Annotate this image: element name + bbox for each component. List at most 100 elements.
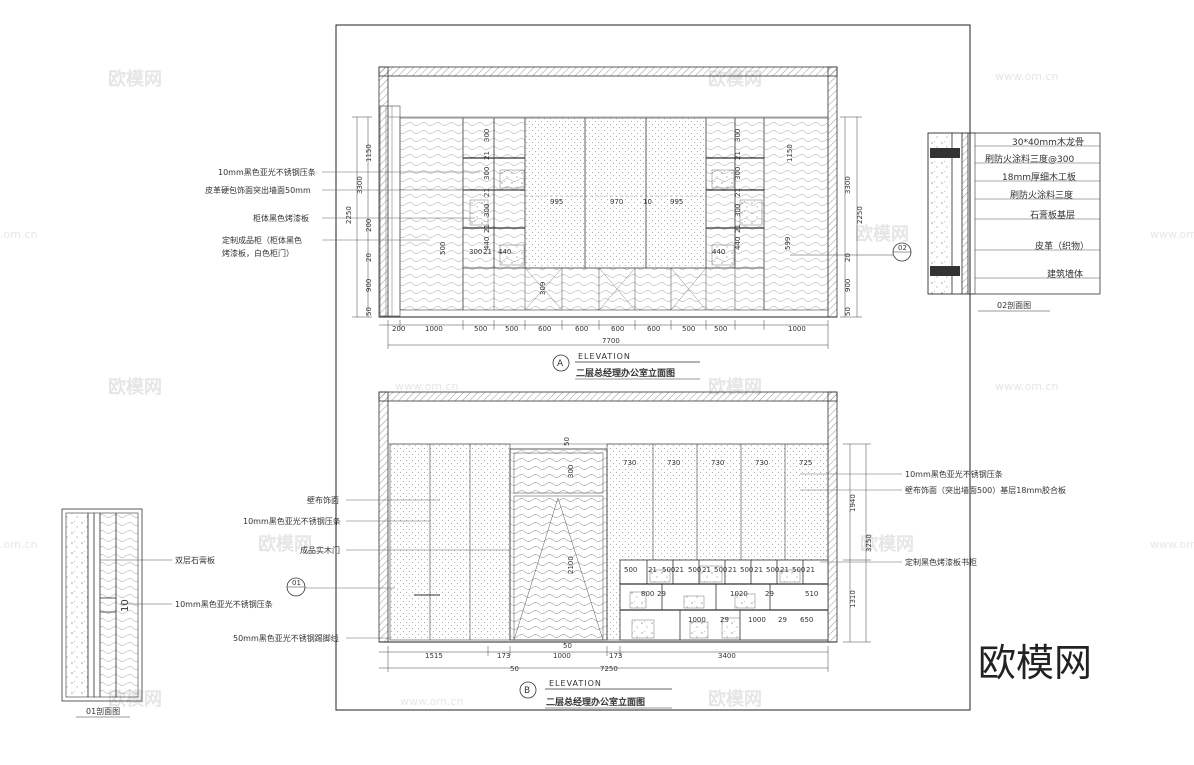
dim-text: 300 <box>734 204 742 217</box>
annotation-label: 10mm黑色亚光不锈钢压条 <box>905 469 1003 479</box>
dim-text: 995 <box>550 198 563 206</box>
watermark-url: www.om.cn <box>400 695 463 708</box>
annotation-label: 10mm黑色亚光不锈钢压条 <box>243 516 341 526</box>
annotation-label: 壁布饰面 <box>307 495 339 505</box>
dim-text: 1310 <box>849 590 857 608</box>
dim-text: 1150 <box>786 144 794 162</box>
dim-text: 21 <box>483 151 491 160</box>
wood-joist <box>930 266 960 276</box>
corner-brand-logo: 欧模网 <box>978 641 1092 685</box>
dim-text: 10 <box>643 198 652 206</box>
section-title: 01剖面图 <box>86 706 120 716</box>
dim-text: 300 <box>483 129 491 142</box>
dim-text: 2250 <box>345 206 353 224</box>
wood-door <box>509 448 608 641</box>
dim-text: 500 <box>624 566 637 574</box>
right-wall <box>827 391 838 643</box>
annotation-label: 成品实木门 <box>300 545 340 555</box>
dim-text: 1000 <box>553 652 571 660</box>
dim-text: 2250 <box>856 206 864 224</box>
annotation-label: 定制黑色烤漆板书柜 <box>905 557 977 567</box>
dim-text: 173 <box>497 652 510 660</box>
section-marker-label: 02 <box>898 244 907 252</box>
dim-text: 1940 <box>849 494 857 512</box>
dim-text: 500 <box>439 242 447 255</box>
dim-text: 500 <box>505 325 518 333</box>
annotation-label: 柜体黑色烤漆板 <box>253 213 309 223</box>
dim-text: 21 <box>734 188 742 197</box>
section-label: 石膏板基层 <box>1030 209 1075 221</box>
leather-panel-left <box>399 117 464 311</box>
dim-text: 1000 <box>748 616 766 624</box>
dim-text: 900 <box>844 279 852 292</box>
elevation-tag: ELEVATION <box>549 679 602 688</box>
watermarks: 欧模网 欧模网 www.om.cn .om.cn 欧模网 www.om.cn 欧… <box>0 68 1194 710</box>
dim-text: 3250 <box>865 534 873 552</box>
dim-text: 800 <box>641 590 654 598</box>
dim-text: 10 <box>120 599 131 612</box>
watermark-brand: 欧模网 <box>860 533 914 555</box>
elevation-marker <box>552 354 570 372</box>
dim-text: 29 <box>778 616 787 624</box>
dim-text: 440 <box>734 237 742 250</box>
wall-hatch <box>65 512 89 698</box>
dim-text: 440 <box>483 237 491 250</box>
dim-text: 440 <box>712 248 725 256</box>
dim-text: 600 <box>538 325 551 333</box>
dim-text: 21 <box>780 566 789 574</box>
watermark-brand: 欧模网 <box>258 533 312 555</box>
dim-text: 21 <box>806 566 815 574</box>
dim-text: 730 <box>755 459 768 467</box>
dim-text: 500 <box>714 566 727 574</box>
dim-text: 725 <box>799 459 812 467</box>
sheet-frame <box>335 24 971 711</box>
elevation-marker-letter: A <box>557 359 564 369</box>
elevation-b: 500 21 500 21 500 21 500 21 500 21 500 2… <box>233 391 1066 709</box>
dim-text: 500 <box>766 566 779 574</box>
section-01-detail: 10 双层石膏板 10mm黑色亚光不锈钢压条 01剖面图 <box>61 508 273 718</box>
watermark-url: .om.cn <box>0 538 37 551</box>
left-wall <box>378 391 389 643</box>
watermark-brand: 欧模网 <box>108 68 162 90</box>
dim-text: 600 <box>611 325 624 333</box>
dim-text: 600 <box>647 325 660 333</box>
dim-text: 500 <box>662 566 675 574</box>
section-label: 10mm黑色亚光不锈钢压条 <box>175 599 273 609</box>
elevation-marker <box>519 681 537 699</box>
dim-text: 510 <box>805 590 818 598</box>
section-marker-label: 01 <box>292 579 301 587</box>
annotation-label: 壁布饰面（突出墙面500）基层18mm胶合板 <box>905 485 1066 495</box>
watermark-brand: 欧模网 <box>708 688 762 710</box>
dim-text: 600 <box>575 325 588 333</box>
dim-text: 50 <box>844 307 852 316</box>
dim-text: 300 <box>734 167 742 180</box>
section-label: 30*40mm木龙骨 <box>1012 136 1084 148</box>
annotation-label: 10mm黑色亚光不锈钢压条 <box>218 167 316 177</box>
elevation-title: 二层总经理办公室立面图 <box>546 696 645 708</box>
dim-text: 29 <box>720 616 729 624</box>
annotation-label: 皮革硬包饰面突出墙面50mm <box>205 185 311 195</box>
elevation-marker-letter: B <box>524 686 530 696</box>
dim-text: 21 <box>483 188 491 197</box>
ceiling-slab <box>378 391 838 402</box>
leather-panel-right <box>763 117 829 311</box>
section-label: 皮革（织物） <box>1035 240 1089 252</box>
dim-text: 500 <box>740 566 753 574</box>
elevation-a: 995 970 10 995 300 21 300 21 300 21 440 … <box>205 66 912 380</box>
dim-text: 21 <box>483 248 492 256</box>
right-wall <box>827 66 838 318</box>
dim-text: 1150 <box>365 144 373 162</box>
dim-text: 900 <box>365 279 373 292</box>
dim-text: 500 <box>474 325 487 333</box>
dim-text: 21 <box>754 566 763 574</box>
dim-text: 1515 <box>425 652 443 660</box>
dim-text: 500 <box>714 325 727 333</box>
ceiling-slab <box>378 66 838 77</box>
dim-text: 1000 <box>688 616 706 624</box>
section-label: 双层石膏板 <box>175 555 215 565</box>
dim-text: 300 <box>469 248 482 256</box>
watermark-brand: 欧模网 <box>855 223 909 245</box>
dim-text: 995 <box>670 198 683 206</box>
section-label: 18mm厚细木工板 <box>1002 171 1076 183</box>
